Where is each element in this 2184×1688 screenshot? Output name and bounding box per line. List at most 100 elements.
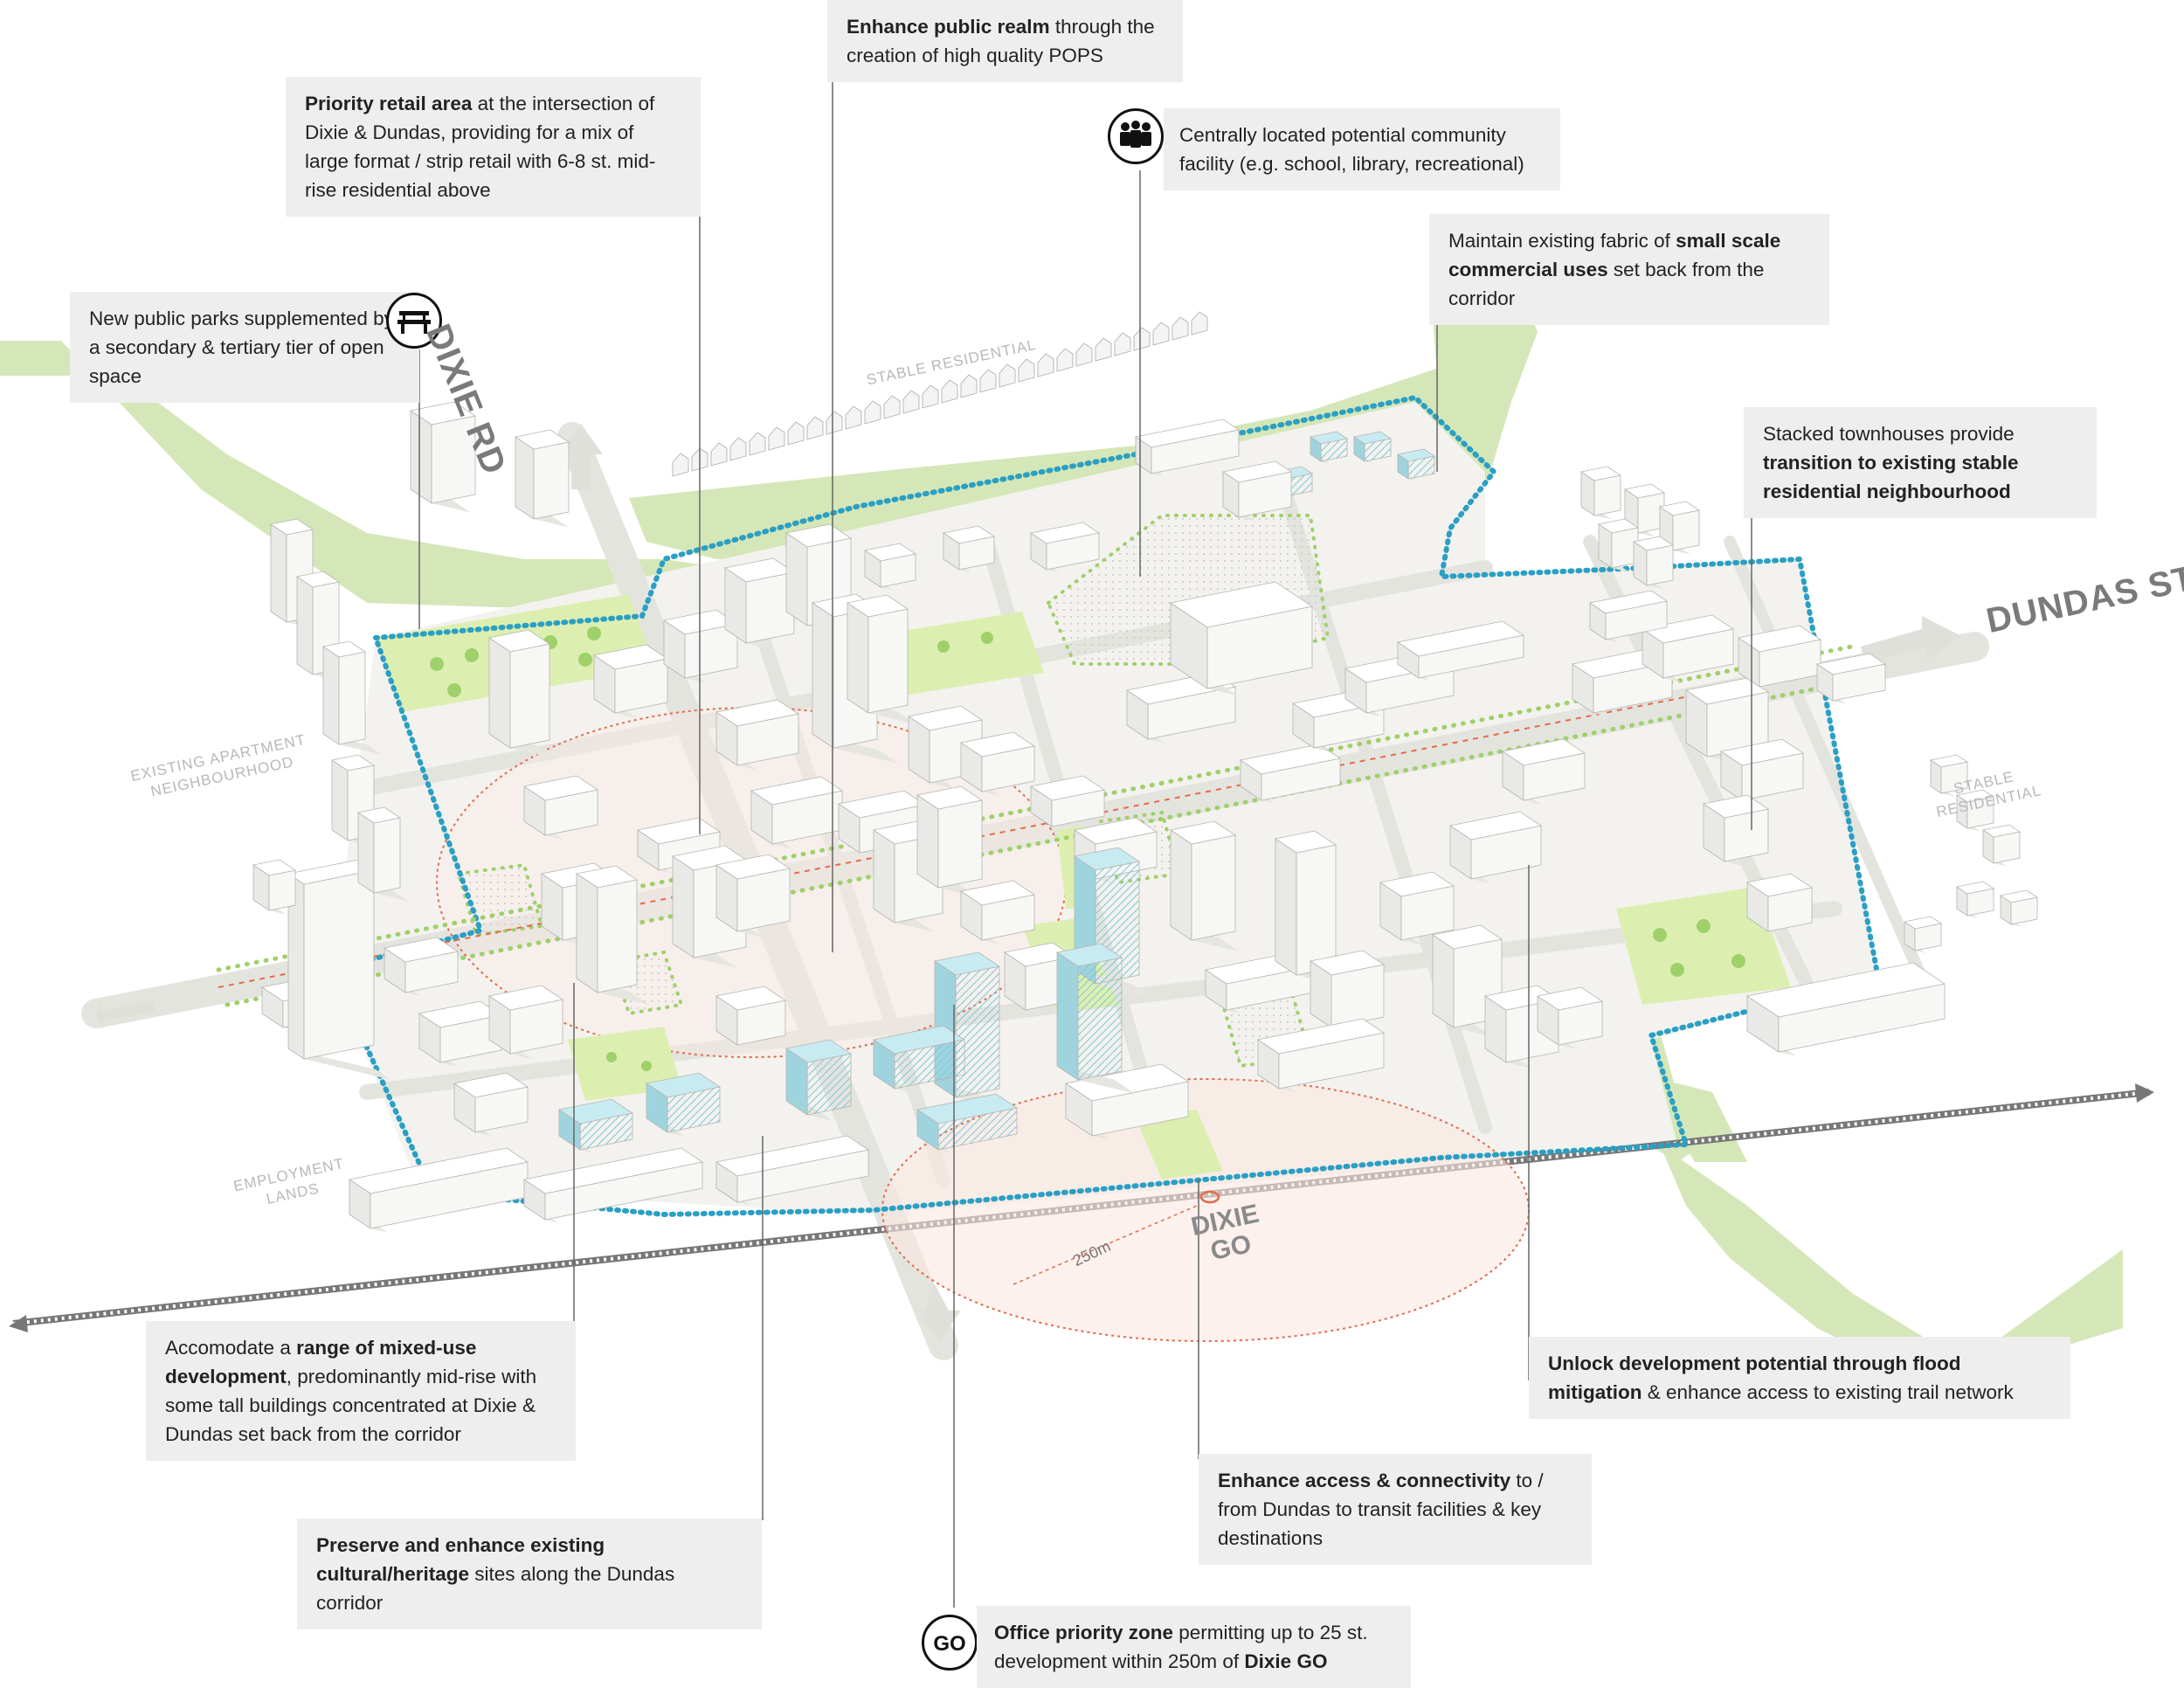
building <box>1029 775 1106 830</box>
callout-small-scale-commercial: Maintain existing fabric of small scale … <box>1429 214 1829 325</box>
callout-flood-mitigation: Unlock development potential through flo… <box>1529 1337 2070 1419</box>
callout-public-parks: New public parks supplemented by a secon… <box>70 292 419 403</box>
row-house <box>806 416 824 440</box>
building <box>321 640 383 755</box>
row-house <box>1037 353 1054 377</box>
building <box>1745 873 1814 936</box>
building <box>1448 811 1543 884</box>
building <box>1221 460 1293 522</box>
community-people-icon <box>1108 108 1164 164</box>
row-house <box>729 437 747 461</box>
building <box>522 1147 704 1223</box>
building <box>1588 590 1669 643</box>
row-house <box>883 395 901 419</box>
callout-community-facility: Centrally located potential community fa… <box>1164 108 1560 190</box>
row-house <box>999 363 1016 388</box>
building <box>1929 754 1969 797</box>
building <box>252 859 297 915</box>
building <box>863 543 917 591</box>
row-house <box>1075 342 1093 367</box>
row-house <box>1114 332 1131 356</box>
building <box>287 859 391 1080</box>
row-house <box>960 374 978 398</box>
building <box>1169 581 1314 696</box>
row-house <box>845 405 862 430</box>
building <box>453 1072 529 1137</box>
row-house <box>1018 358 1035 383</box>
building <box>1352 431 1393 464</box>
park-south-3 <box>1136 1110 1223 1180</box>
callout-heritage: Preserve and enhance existing cultural/h… <box>297 1519 762 1629</box>
building <box>1579 466 1622 520</box>
building <box>1064 1063 1190 1140</box>
callout-stacked-townhouses: Stacked townhouses provide transition to… <box>1744 407 2097 518</box>
building <box>1055 943 1135 1094</box>
building <box>1256 1018 1386 1093</box>
row-house <box>1171 316 1189 341</box>
building <box>662 609 739 683</box>
dundas-east-arrow <box>1861 616 1961 664</box>
building <box>1379 871 1455 945</box>
building <box>1396 620 1525 681</box>
building <box>1981 824 2022 867</box>
svg-text:GO: GO <box>933 1632 965 1656</box>
building <box>1684 677 1770 764</box>
row-house <box>922 384 939 409</box>
building <box>715 1135 870 1206</box>
building <box>418 1000 503 1067</box>
building <box>1632 536 1675 590</box>
building <box>784 1039 853 1122</box>
building <box>645 1072 722 1137</box>
building <box>1125 672 1237 744</box>
bench-icon <box>386 293 442 349</box>
building <box>1641 614 1735 682</box>
buildings <box>252 311 2039 1233</box>
row-house <box>902 390 920 414</box>
dundas-west-arrow <box>96 1000 156 1029</box>
callout-connectivity: Enhance access & connectivity to / from … <box>1199 1454 1592 1565</box>
building <box>723 557 796 651</box>
row-house <box>941 379 958 404</box>
building <box>1955 881 1995 918</box>
dundas-corridor-line <box>218 663 1853 988</box>
row-house <box>1133 327 1151 351</box>
building <box>592 644 669 718</box>
building <box>916 1093 1019 1153</box>
building <box>1999 889 2039 927</box>
building <box>487 985 564 1059</box>
building <box>1597 518 1640 572</box>
building <box>846 594 916 725</box>
go-transit-icon: GO <box>922 1615 978 1671</box>
row-house <box>1152 322 1170 346</box>
building <box>522 775 599 840</box>
south-east-ravine <box>1660 1145 2123 1380</box>
leader-lines <box>418 66 1752 1608</box>
building <box>295 571 356 685</box>
building <box>750 776 844 849</box>
callout-office-priority: Office priority zone permitting up to 25… <box>977 1606 1411 1688</box>
building <box>959 880 1036 944</box>
building <box>715 699 800 771</box>
callout-mixed-use: Accomodate a range of mixed-use developm… <box>146 1321 576 1461</box>
building <box>348 1147 529 1233</box>
road-arrows <box>96 424 1961 1341</box>
building <box>1501 738 1586 805</box>
building <box>1815 653 1887 704</box>
building <box>942 525 996 573</box>
building <box>1396 448 1436 481</box>
building <box>383 937 460 997</box>
building <box>1309 950 1386 1034</box>
building <box>872 1025 966 1093</box>
row-house <box>710 442 728 467</box>
building <box>575 865 650 1006</box>
building <box>715 986 787 1049</box>
building <box>487 629 558 760</box>
row-house <box>826 411 843 435</box>
row-house <box>672 453 689 477</box>
building <box>1737 625 1822 691</box>
building <box>959 731 1036 796</box>
row-house <box>1095 337 1112 362</box>
building <box>1309 431 1349 464</box>
building <box>916 785 984 897</box>
